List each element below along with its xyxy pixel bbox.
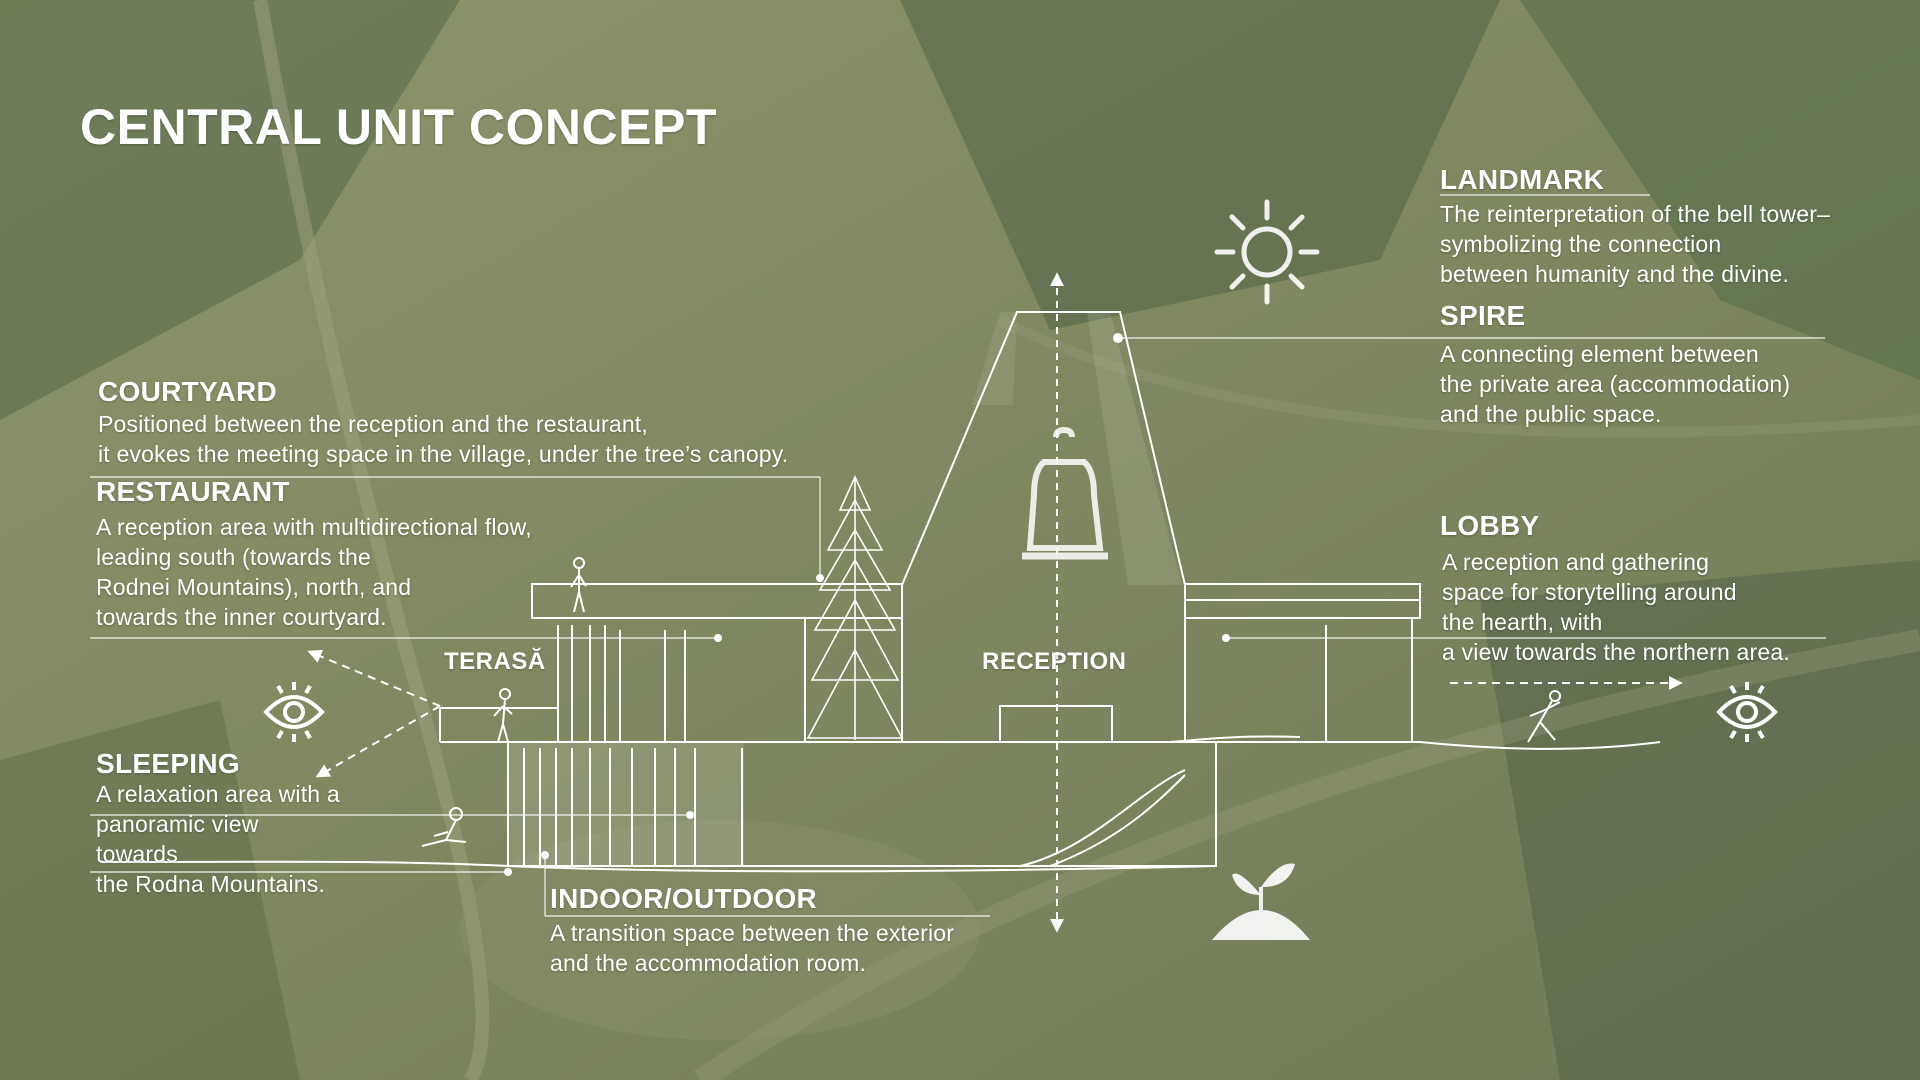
- sleeping-heading: SLEEPING: [96, 748, 240, 779]
- restaurant-body: A reception area with multidirectional f…: [96, 514, 532, 630]
- page-title: CENTRAL UNIT CONCEPT: [80, 99, 717, 155]
- sun-icon: [1214, 199, 1320, 305]
- tree-icon: [806, 475, 904, 740]
- reception-label: RECEPTION: [982, 648, 1127, 675]
- terasa-label: TERASĂ: [444, 648, 546, 675]
- bell-icon: [1022, 426, 1108, 560]
- indoor-outdoor-heading: INDOOR/OUTDOOR: [550, 883, 818, 914]
- eye-icon: [1716, 682, 1778, 742]
- indoor-outdoor-body: A transition space between the exterior …: [550, 920, 955, 976]
- view-arrows: [307, 649, 1683, 778]
- accommodation-volume: [507, 741, 1217, 867]
- leader-lines: [90, 194, 1826, 917]
- spire-outline: [901, 311, 1186, 586]
- leader-dots: [504, 333, 1230, 876]
- spire-heading: SPIRE: [1440, 300, 1526, 331]
- courtyard-heading: COURTYARD: [98, 376, 278, 407]
- courtyard-body: Positioned between the reception and the…: [98, 411, 789, 467]
- lobby-body: A reception and gathering space for stor…: [1442, 549, 1790, 665]
- building-outline: [99, 311, 1661, 873]
- restaurant-heading: RESTAURANT: [96, 476, 290, 507]
- sleeping-body: A relaxation area with a panoramic view …: [96, 781, 340, 897]
- person-figures: [421, 557, 1561, 847]
- eye-icon: [263, 682, 325, 742]
- landmark-body: The reinterpretation of the bell tower– …: [1440, 201, 1831, 287]
- lobby-heading: LOBBY: [1440, 510, 1540, 541]
- landmark-heading: LANDMARK: [1440, 164, 1605, 195]
- spire-body: A connecting element between the private…: [1440, 341, 1791, 427]
- sprout-icon: [1212, 863, 1310, 940]
